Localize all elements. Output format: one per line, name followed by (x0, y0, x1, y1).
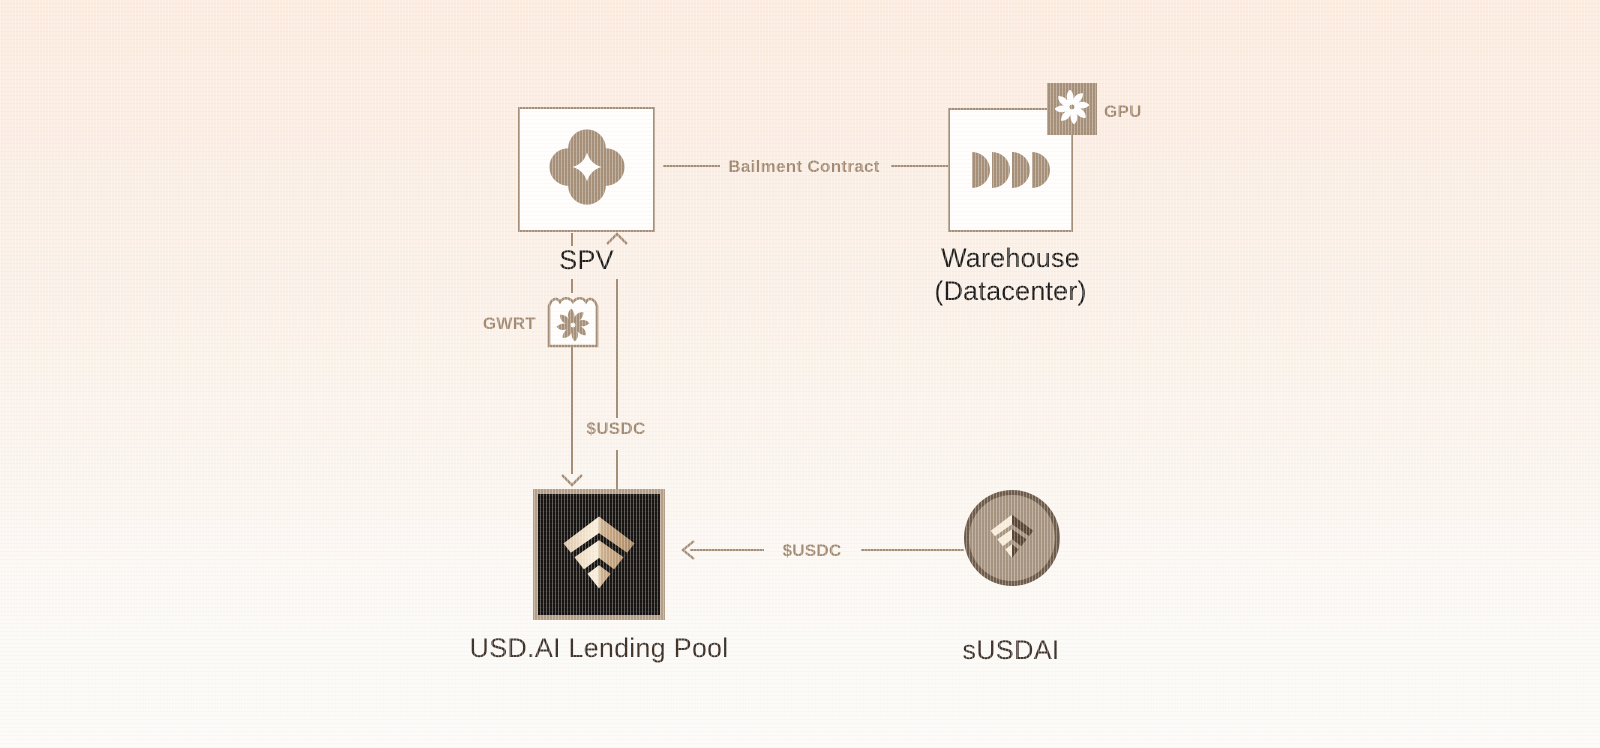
usdc-horizontal-label: $USDC (782, 541, 842, 560)
susdai-pool-line-right (861, 549, 964, 551)
susdai-pool-line-left (690, 549, 764, 551)
spv-label: SPV (559, 245, 614, 275)
susdai-coin (964, 490, 1060, 586)
gpu-badge (1047, 83, 1097, 135)
spv-pool-down-line-seg1 (571, 233, 573, 246)
warehouse-label: Warehouse (Datacenter) (908, 242, 1113, 308)
spv-quatrefoil-icon (544, 124, 630, 215)
warehouse-label-line2: (Datacenter) (934, 276, 1087, 306)
warehouse-gpus-icon (971, 152, 1050, 188)
bailment-line-right (891, 165, 948, 167)
usdc-vertical-label: $USDC (586, 419, 646, 438)
arrowhead-up-icon (605, 232, 629, 251)
lending-pool-node-box (533, 489, 665, 620)
bailment-contract-label: Bailment Contract (728, 157, 880, 176)
susdai-shield-logo (983, 507, 1041, 570)
arrowhead-down-icon (560, 473, 584, 492)
warehouse-label-line1: Warehouse (941, 243, 1080, 273)
spv-pool-down-line-seg3 (571, 347, 573, 474)
spv-pool-down-line-seg2 (571, 279, 573, 293)
susdai-label: sUSDAI (962, 635, 1060, 665)
gpu-label: GPU (1104, 102, 1142, 121)
gwrt-ticket-icon (546, 291, 600, 354)
bailment-line-left (663, 165, 720, 167)
arrowhead-left-icon (681, 539, 697, 566)
pool-spv-up-line-seg2 (616, 450, 618, 489)
lending-pool-inner (538, 494, 660, 615)
gpu-fan-icon (1054, 89, 1090, 129)
usdai-shield-logo (551, 504, 647, 605)
gwrt-label: GWRT (482, 314, 536, 333)
lending-pool-label: USD.AI Lending Pool (469, 633, 729, 663)
spv-node-box (518, 107, 655, 232)
pool-spv-up-line-seg1 (616, 279, 618, 418)
